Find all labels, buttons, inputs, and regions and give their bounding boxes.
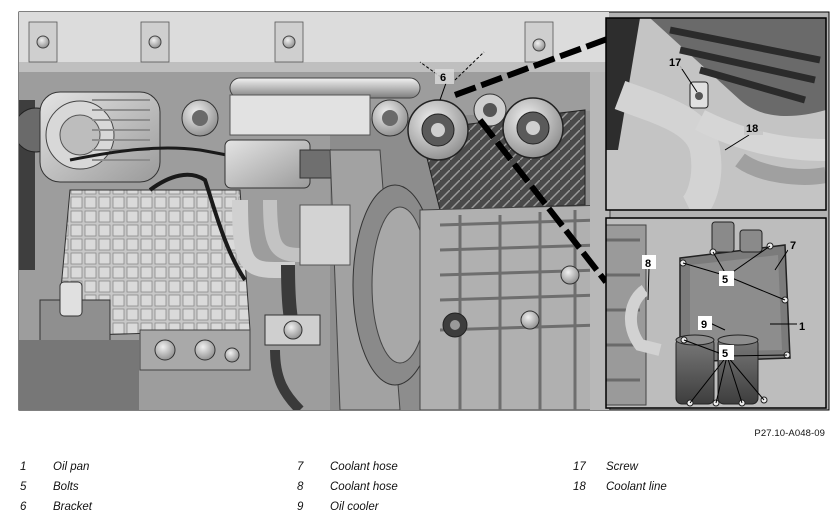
engine-figure: 6 17 18: [18, 11, 830, 411]
callout-label-8: 8: [645, 258, 651, 270]
legend-label: Bolts: [53, 481, 79, 493]
actuator-cylinder: [224, 139, 336, 189]
legend-label: Oil pan: [53, 461, 90, 473]
callout-label-18: 18: [746, 123, 758, 135]
transmission-housing: [299, 149, 438, 410]
detail-top-panel: 17 18: [605, 17, 827, 211]
legend-number: 5: [20, 481, 27, 493]
coolant-pipe-upper: [181, 77, 421, 137]
legend-number: 17: [573, 461, 586, 473]
callout-label-5-upper: 5: [722, 274, 728, 286]
oil-cooler-detail: [675, 334, 759, 405]
legend: 1 Oil pan 5 Bolts 6 Bracket 7 Coolant ho…: [0, 461, 833, 522]
legend-label: Coolant line: [606, 481, 667, 493]
legend-number: 1: [20, 461, 27, 473]
legend-label: Screw: [606, 461, 638, 473]
leaders-5-lower: [683, 339, 788, 404]
ac-compressor: [39, 91, 161, 183]
zoom-connector: [453, 35, 612, 284]
oil-pan-detail: [679, 221, 791, 363]
callout-label-5-lower: 5: [722, 348, 728, 360]
legend-label: Coolant hose: [330, 481, 398, 493]
legend-label: Oil cooler: [330, 501, 379, 513]
coolant-hose-center: [232, 199, 321, 410]
legend-label: Coolant hose: [330, 461, 398, 473]
legend-number: 18: [573, 481, 586, 493]
callout-label-9: 9: [701, 319, 707, 331]
legend-number: 7: [297, 461, 304, 473]
callout-label-6: 6: [440, 72, 446, 84]
legend-label: Bracket: [53, 501, 92, 513]
lower-housing: [19, 189, 251, 410]
engine-block-right: [419, 204, 611, 410]
cover-bolt: [28, 21, 554, 63]
legend-number: 8: [297, 481, 304, 493]
legend-number: 9: [297, 501, 304, 513]
callout-6-main: 6: [419, 51, 485, 101]
legend-number: 6: [20, 501, 27, 513]
oil-filter-housing: [407, 93, 586, 211]
callout-label-7: 7: [790, 240, 796, 252]
callout-label-1: 1: [799, 321, 805, 333]
callout-label-17: 17: [669, 57, 681, 69]
detail-bottom-panel: 5 5 7 8 9 1: [605, 217, 827, 409]
figure-reference: P27.10-A048-09: [754, 428, 825, 439]
